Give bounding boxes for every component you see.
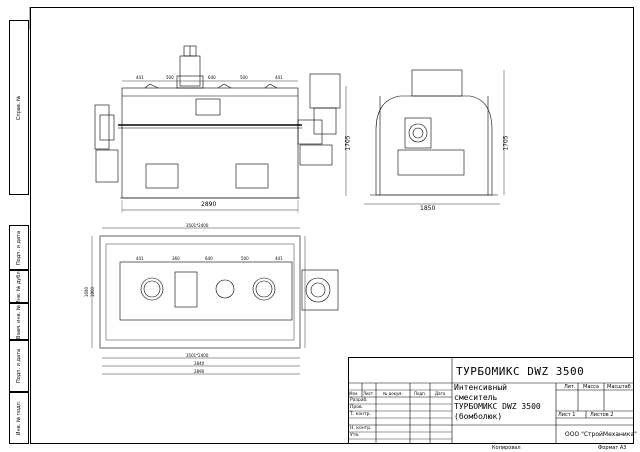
dim-plan-2: 3501*2400 xyxy=(186,353,209,358)
front-view xyxy=(94,45,347,213)
dim-plan-6: 360 xyxy=(172,256,180,261)
stamp-lit: Лит. xyxy=(564,384,576,390)
title-block-grid xyxy=(348,357,634,444)
dim-plan-9: 441 xyxy=(275,256,283,261)
rev-date: Дата xyxy=(435,391,446,396)
drawing-name: Интенсивный смеситель ТУРБОМИКС DWZ 3500… xyxy=(454,383,541,421)
dim-plan-10: 1690 xyxy=(84,286,90,298)
dim-front-length: 2890 xyxy=(201,201,217,208)
stamp-scale: Масштаб xyxy=(607,384,631,390)
side-field-replace: Взам. инв. № xyxy=(9,303,29,340)
company-name: ООО "СтройМеханика" xyxy=(565,431,637,438)
dim-plan-8: 500 xyxy=(241,256,249,261)
plan-view xyxy=(91,227,339,375)
dim-front-height: 1705 xyxy=(344,135,352,151)
drawing-title: ТУРБОМИКС DWZ 3500 xyxy=(456,365,585,378)
side-view xyxy=(364,69,505,205)
side-field-dup: Инв. № дубл. xyxy=(9,269,29,304)
dim-plan-1: 3501*2400 xyxy=(186,223,209,228)
dim-top-4: 500 xyxy=(240,75,248,80)
dim-top-1: 441 xyxy=(136,75,144,80)
dim-plan-11: 1800 xyxy=(90,286,96,298)
stamp-mass: Масса xyxy=(583,384,599,390)
rev-list: Лист xyxy=(363,391,374,396)
title-block xyxy=(348,357,634,444)
dim-plan-5: 441 xyxy=(136,256,144,261)
side-field-inv: Инв. № подл. xyxy=(9,392,29,444)
rev-izm: Изм. xyxy=(349,391,359,396)
dim-plan-7: 640 xyxy=(205,256,213,261)
side-field-sign-date-1: Подп. и дата xyxy=(9,225,29,270)
role-approved: Утв. xyxy=(350,433,360,438)
dim-top-5: 441 xyxy=(275,75,283,80)
role-tech-control: Т. контр. xyxy=(350,412,371,417)
dim-plan-3: 2840 xyxy=(194,361,205,366)
side-field-ref: Справ. № xyxy=(9,20,29,195)
dim-side-height: 1705 xyxy=(502,135,510,151)
format-label: Формат А3 xyxy=(598,445,627,451)
role-norm-control: Н. контр. xyxy=(350,426,372,431)
role-developer: Разраб. xyxy=(350,398,368,403)
drawing-frame xyxy=(30,7,634,444)
role-checker: Пров. xyxy=(350,405,364,410)
rev-doc: № докум. xyxy=(383,391,403,396)
copied-label: Копировал xyxy=(492,445,521,451)
sheet-count: Листов 2 xyxy=(590,412,614,418)
dim-side-width: 1850 xyxy=(420,205,436,212)
dim-plan-4: 2890 xyxy=(194,369,205,374)
sheet-number: Лист 1 xyxy=(558,412,576,418)
side-field-sign-date-2: Подп. и дата xyxy=(9,340,29,392)
rev-sign: Подп. xyxy=(414,391,427,396)
dim-top-2: 500 xyxy=(166,75,174,80)
dim-top-3: 640 xyxy=(208,75,216,80)
